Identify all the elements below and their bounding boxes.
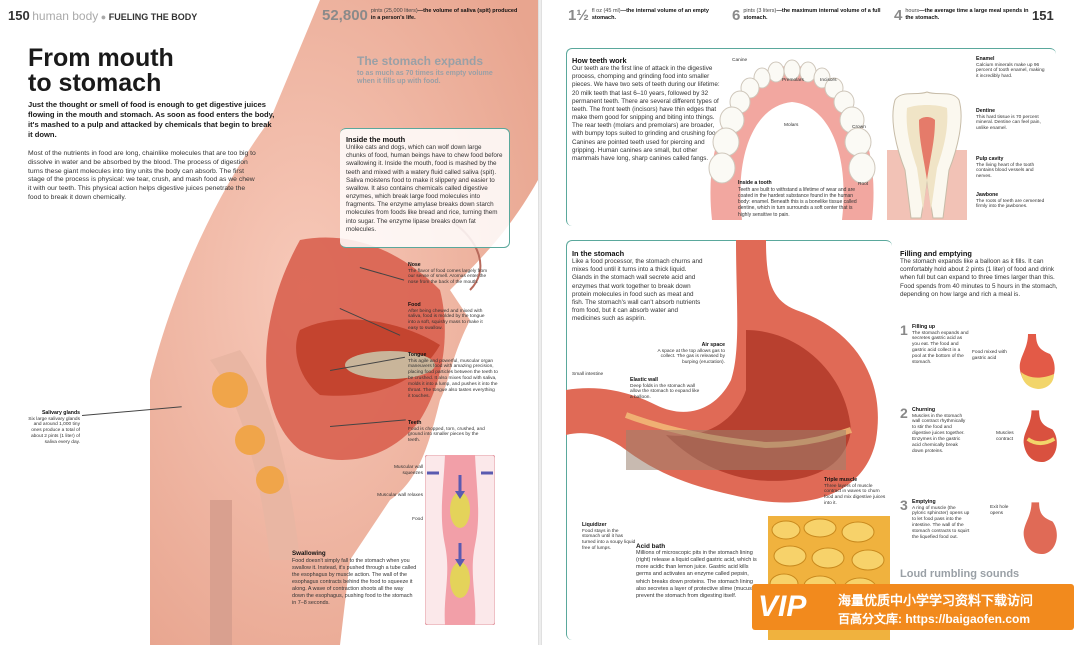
stomach-expands-subtext: to as much as 70 times its empty volume … <box>357 70 493 86</box>
page-number: 151 <box>1032 8 1054 23</box>
page-number: 150 <box>8 8 30 23</box>
book-gutter <box>538 0 542 645</box>
stomach-step3-icon <box>1023 502 1057 554</box>
title-line-2: to stomach <box>28 69 162 97</box>
incisors-label: Incisors <box>820 78 837 83</box>
stomach-step2-icon <box>1023 410 1057 462</box>
stomach-text: Like a food processor, the stomach churn… <box>572 258 703 323</box>
stomach-expands-callout: The stomach expands <box>357 54 484 68</box>
root-label: Root <box>858 182 869 187</box>
teeth-heading: How teeth work <box>572 56 627 65</box>
stomach-illustration <box>566 240 878 503</box>
loud-rumbling-heading: Loud rumbling sounds <box>900 568 1020 580</box>
molars-label: Molars <box>784 123 799 128</box>
stomach-step1-icon <box>1019 334 1055 389</box>
crown-label: Crown <box>852 125 866 130</box>
teeth-text-block: How teeth work Our teeth are the first l… <box>572 56 722 163</box>
chapter-name: FUELING THE BODY <box>108 12 198 22</box>
acid-bath-heading: Acid bath <box>636 543 666 550</box>
inside-mouth-heading: Inside the mouth <box>346 135 406 144</box>
fact-text: —the volume of saliva (spit) produced in… <box>370 8 518 21</box>
stomach-text-block: In the stomach Like a food processor, th… <box>572 249 704 323</box>
watermark-line-2: 百高分文库: https://baigaofen.com <box>838 612 1031 626</box>
stomach-heading: In the stomach <box>572 249 625 258</box>
title-line-1: From mouth <box>28 44 174 72</box>
fact-value: 52,800 <box>322 7 368 24</box>
muscular-wall-squeezes-label: Muscular wall squeezes <box>393 465 423 476</box>
tooth-cross-section-illustration <box>887 91 967 220</box>
watermark-line-1: 海量优质中小学学习资料下载访问 <box>838 593 1034 608</box>
saliva-fact: 52,800 pints (25,000 liters)—the volume … <box>322 8 522 23</box>
canine-label: Canine <box>732 58 748 63</box>
muscular-wall-relaxes-label: Muscular wall relaxes <box>377 493 423 498</box>
inside-mouth-text: Unlike cats and dogs, which can wolf dow… <box>346 144 503 233</box>
intro-text: Just the thought or smell of food is eno… <box>28 100 275 139</box>
acid-bath-block: Acid bath Millions of microscopic pits i… <box>636 543 762 600</box>
swallowing-text: Food doesn't simply fall to the stomach … <box>292 557 417 606</box>
watermark-banner: VIP 海量优质中小学学习资料下载访问 百高分文库: https://baiga… <box>752 584 1074 630</box>
small-intestine-label: Small intestine <box>572 372 604 377</box>
acid-bath-text: Millions of microscopic pits in the stom… <box>636 550 760 599</box>
filling-emptying-heading: Filling and emptying <box>900 249 972 258</box>
teeth-arch-illustration <box>708 59 876 220</box>
watermark-vip: VIP <box>758 590 807 623</box>
esophagus-diagram <box>425 455 495 625</box>
fact-unit: pints (25,000 liters) <box>370 8 418 14</box>
body-text: Most of the nutrients in food are long, … <box>28 150 256 202</box>
section-name: human body <box>32 9 99 23</box>
food-bolus-label: Food <box>412 517 423 522</box>
page-title: From mouth to stomach <box>28 46 174 96</box>
filling-emptying-block: Filling and emptying The stomach expands… <box>900 249 1058 299</box>
swallowing-panel: Swallowing Food doesn't simply fall to t… <box>292 550 417 607</box>
inside-mouth-panel: Inside the mouth Unlike cats and dogs, w… <box>340 128 510 248</box>
left-page: 150 human body ● FUELING THE BODY 52,800… <box>0 0 538 645</box>
swallowing-heading: Swallowing <box>292 550 326 557</box>
premolars-label: Premolars <box>782 78 804 83</box>
teeth-text: Our teeth are the first line of attack i… <box>572 65 721 162</box>
filling-emptying-text: The stomach expands like a balloon as it… <box>900 258 1058 298</box>
